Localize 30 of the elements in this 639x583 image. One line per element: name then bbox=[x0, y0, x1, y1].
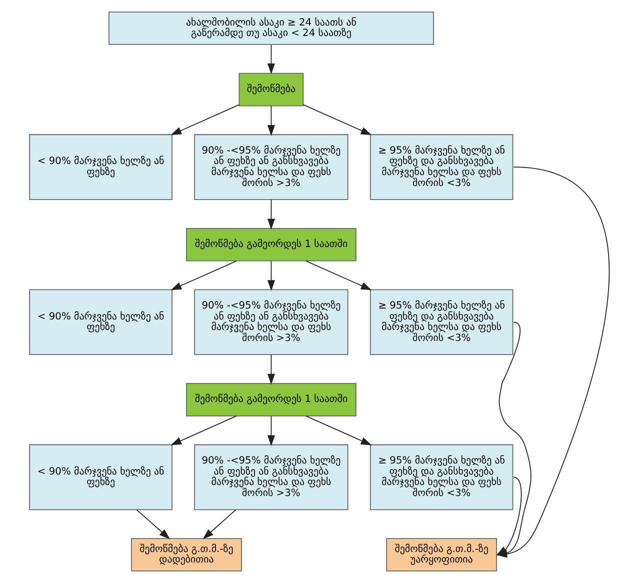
node-box: < 90% მარჯვენა ხელზე ან ფეხზე bbox=[29, 134, 172, 200]
node-box: შემოწმება გ.თ.მ.-ზე დადებითია bbox=[131, 538, 242, 572]
arrow bbox=[170, 416, 237, 446]
arrow bbox=[267, 44, 275, 74]
arrow bbox=[306, 416, 372, 446]
node-box: ≥ 95% მარჯვენა ხელზე ან ფეხზე და განსხვავება მარჯვენა ხელსა და ფეხს შორის <3% bbox=[370, 289, 514, 356]
arrow bbox=[267, 354, 275, 385]
node-box: შემოწმება გამეორდეს 1 საათში bbox=[186, 228, 356, 262]
node-box: 90% -<95% მარჯვენა ხელზე ან ფეხზე ან განსხვავება მარჯვენა ხელსა და ფეხს შორის >3% bbox=[194, 289, 348, 356]
arrow bbox=[202, 509, 236, 540]
node-box: 90% -<95% მარჯვენა ხელზე ან ფეხზე ან განსხვავება მარჯვენა ხელსა და ფეხს შორის >3% bbox=[194, 444, 348, 510]
arrow bbox=[267, 260, 275, 291]
node-box: < 90% მარჯვენა ხელზე ან ფეხზე bbox=[29, 444, 172, 510]
arrow bbox=[170, 260, 237, 290]
node-box: შემოწმება გ.თ.მ.-ზე უარყოფითია bbox=[386, 538, 498, 572]
arrow bbox=[136, 509, 170, 540]
arrow bbox=[302, 104, 372, 136]
arrow bbox=[267, 106, 275, 136]
arrow bbox=[306, 260, 372, 290]
node-box: ახალშობილის ასაკი ≥ 24 საათს ან გაწერამდე თუ ასაკი < 24 საათზე bbox=[108, 12, 434, 45]
node-box: შემოწმება bbox=[238, 72, 304, 106]
node-box: < 90% მარჯვენა ხელზე ან ფეხზე bbox=[29, 289, 172, 356]
arrow bbox=[170, 104, 240, 136]
node-box: შემოწმება გამეორდეს 1 საათში bbox=[186, 383, 356, 416]
node-box: ≥ 95% მარჯვენა ხელზე ან ფეხზე და განსხვავება მარჯვენა ხელსა და ფეხს შორის <3% bbox=[370, 134, 514, 200]
arrow bbox=[496, 476, 522, 556]
arrow bbox=[267, 199, 275, 230]
node-box: 90% -<95% მარჯვენა ხელზე ან ფეხზე ან განსხვავება მარჯვენა ხელსა და ფეხს შორის >3% bbox=[194, 134, 348, 200]
node-box: ≥ 95% მარჯვენა ხელზე ან ფეხზე და განსხვავება მარჯვენა ხელსა და ფეხს შორის <3% bbox=[370, 444, 514, 510]
arrow bbox=[267, 416, 275, 446]
